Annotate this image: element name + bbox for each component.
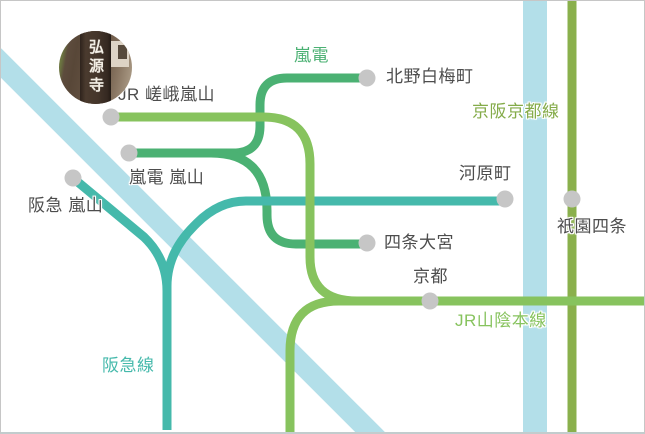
randen-line-segment-1 <box>129 148 367 249</box>
station-dot-shijo-omiya <box>358 234 376 252</box>
station-label-kyoto: 京都 <box>413 267 448 286</box>
line-label-jr-sanin: JR山陰本線 <box>455 311 547 330</box>
station-dot-gion-shijo <box>563 190 581 208</box>
photo-background-detail <box>118 45 127 59</box>
station-label-jr-saga-arashiyama: JR 嵯峨嵐山 <box>118 85 215 104</box>
station-label-hankyu-arashiyama: 阪急 嵐山 <box>28 196 104 215</box>
station-label-shijo-omiya: 四条大宮 <box>384 233 454 252</box>
station-dot-kyoto <box>421 292 439 310</box>
station-label-kitano-hakubaicho: 北野白梅町 <box>386 67 474 86</box>
hankyu-line-segment-1 <box>70 174 172 292</box>
kogenji-photo-caption: 弘源寺 <box>87 39 104 96</box>
line-label-keihan-kyoto: 京阪京都線 <box>472 102 560 121</box>
line-label-randen: 嵐電 <box>294 46 329 65</box>
photo-background-wall <box>111 41 129 67</box>
temple-sign-plank: 弘源寺 <box>80 31 111 104</box>
unlabeled-diagonal-band-segment-0 <box>1 48 385 432</box>
line-label-hankyu: 阪急線 <box>102 356 155 375</box>
station-dot-jr-saga-arashiyama <box>102 108 120 126</box>
station-dot-kawaramachi <box>496 190 514 208</box>
station-label-randen-arashiyama: 嵐電 嵐山 <box>129 168 205 187</box>
station-label-kawaramachi: 河原町 <box>459 164 512 183</box>
station-dot-kitano-hakubaicho <box>358 69 376 87</box>
station-dot-randen-arashiyama <box>120 144 138 162</box>
station-dot-hankyu-arashiyama <box>64 169 82 187</box>
jr-sanin-line-segment-1 <box>285 296 365 432</box>
kogenji-photo: 弘源寺 <box>59 31 132 104</box>
station-label-gion-shijo: 祇園四条 <box>557 217 627 236</box>
